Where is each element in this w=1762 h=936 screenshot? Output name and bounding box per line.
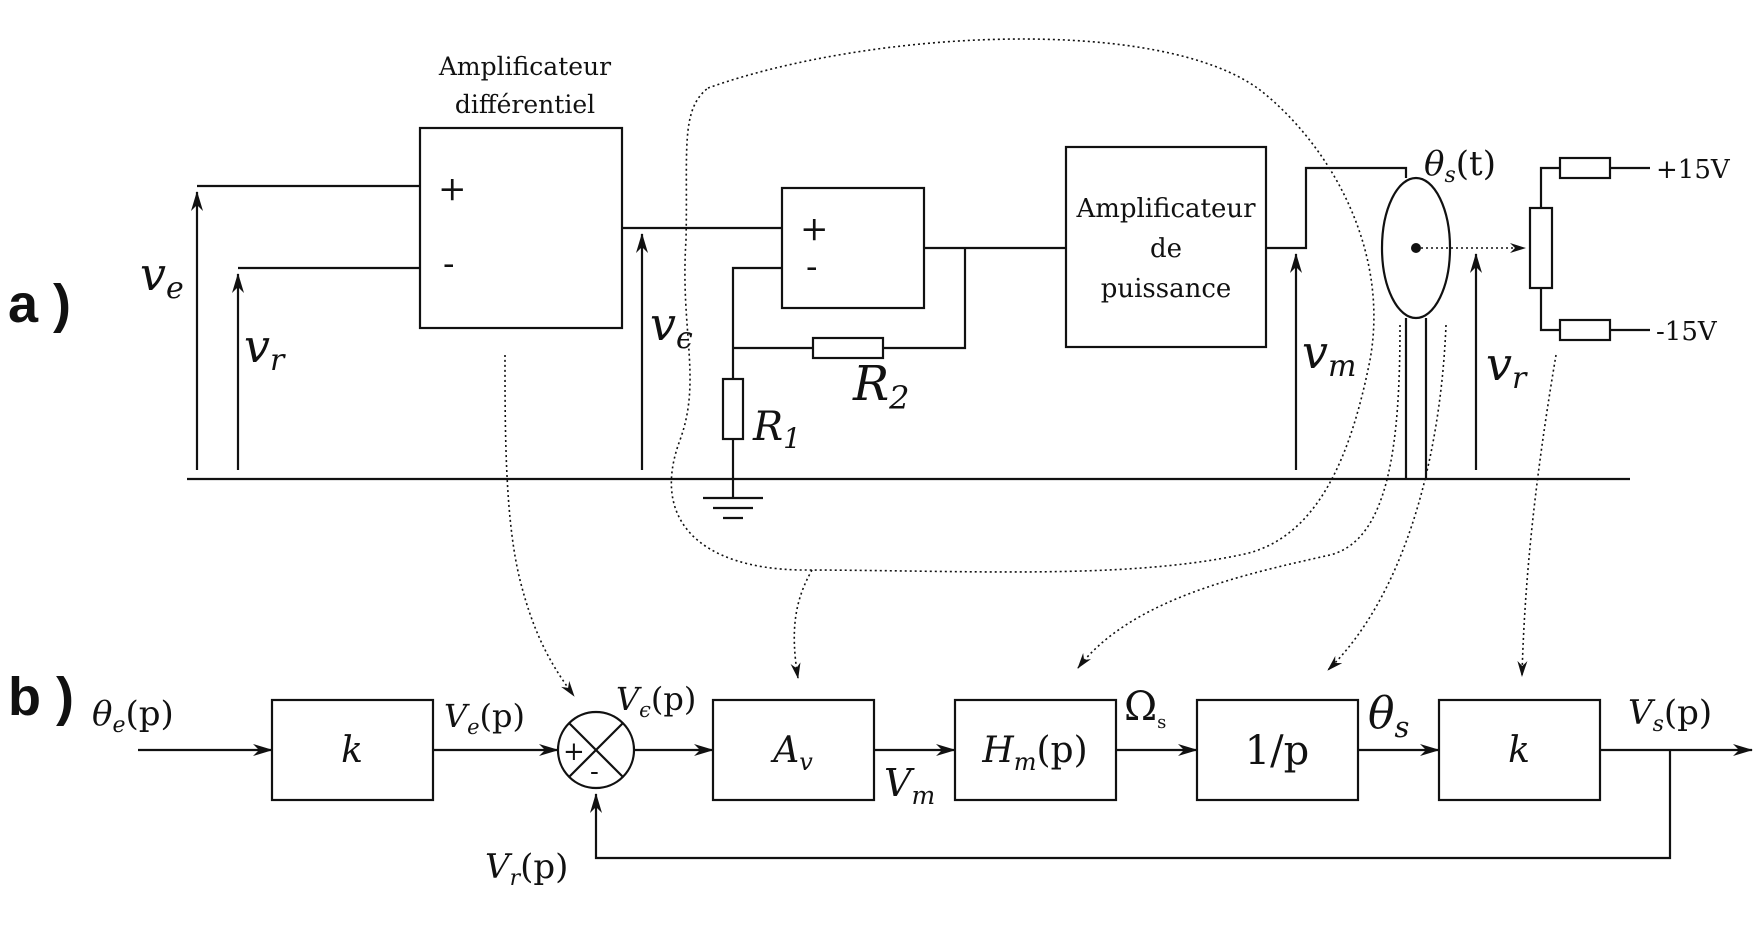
diff-amp-title-line2: différentiel	[455, 90, 595, 119]
theta-e-label: θe(p)	[92, 694, 174, 738]
potentiometer	[1528, 206, 1554, 290]
resistor-top	[1558, 156, 1612, 180]
block-integrator	[1195, 698, 1360, 802]
vm-label: Vm	[884, 761, 935, 810]
grouping-to-av-arrow	[790, 569, 813, 679]
diff-amp-minus: -	[443, 244, 455, 284]
motor-shaft-dot	[1411, 243, 1421, 253]
block-k-feedback-label: k	[1508, 730, 1530, 771]
diff-amp-title-line1: Amplificateur	[438, 52, 611, 81]
motor-to-hm-arrow	[1077, 324, 1401, 669]
theta-s-t-label: θs(t)	[1424, 144, 1496, 188]
motor-to-integrator-arrow	[1327, 324, 1447, 671]
power-stage-grouping-outline	[670, 38, 1375, 573]
block-k-input-label: k	[341, 730, 363, 771]
pot-bottom-wire	[1539, 288, 1560, 332]
vs-p-label: Vs(p)	[1628, 693, 1712, 737]
motor-supply-wire	[1266, 166, 1408, 250]
vr-symbol: vr	[244, 319, 286, 378]
omega-s-label: Ωs	[1124, 684, 1166, 733]
section-label-a: a )	[8, 274, 71, 334]
plus15-label: +15V	[1656, 155, 1731, 185]
resistor-r2	[811, 336, 885, 360]
block-hm-label: Hm(p)	[981, 730, 1087, 776]
opamp-minus: -	[806, 247, 818, 287]
power-amp-line1: Amplificateur	[1075, 194, 1256, 224]
block-av	[711, 698, 876, 802]
veps-symbol: vϵ	[650, 297, 693, 356]
summing-cross-2	[568, 722, 624, 778]
section-label-b: b )	[8, 667, 74, 727]
feedback-path	[590, 750, 1672, 860]
summing-plus: +	[563, 737, 585, 767]
vr-p-label: Vr(p)	[485, 847, 568, 891]
vm-symbol: vm	[1302, 325, 1356, 384]
opamp-minus-wire	[731, 266, 782, 379]
ve-p-label: Ve(p)	[444, 697, 525, 739]
opamp-plus: +	[800, 209, 829, 249]
pot-to-k-arrow	[1517, 354, 1557, 677]
summing-minus: -	[590, 757, 599, 787]
r1-symbol: R1	[752, 404, 801, 455]
resistor-r1	[721, 377, 745, 441]
r2-right-wire	[883, 248, 967, 350]
diff-amp-plus: +	[438, 169, 467, 209]
block-k-feedback	[1437, 698, 1602, 802]
block-diagram: θe(p) k Ve(p) + - Vϵ(p) Av Vm Hm(p) Ωs 1…	[92, 680, 1753, 891]
circuit-schematic: ve vr Amplificateur différentiel + - vϵ …	[140, 52, 1731, 520]
power-amp-line2: de	[1150, 234, 1182, 264]
opamp-block	[780, 186, 926, 310]
r2-symbol: R2	[852, 356, 910, 417]
block-integrator-label: 1/p	[1245, 728, 1310, 774]
power-amp-line3: puissance	[1101, 274, 1232, 304]
pot-top-wire	[1539, 166, 1560, 208]
differential-amplifier-block	[418, 126, 624, 330]
block-av-label: Av	[770, 730, 813, 776]
theta-s-label: θs	[1368, 688, 1409, 744]
correspondence-arrows	[504, 38, 1557, 697]
minus15-label: -15V	[1656, 317, 1718, 347]
diffamp-to-comparator-arrow	[504, 354, 575, 697]
veps-p-label: Vϵ(p)	[616, 680, 696, 722]
resistor-bottom	[1558, 318, 1612, 342]
vr-output-symbol: vr	[1486, 337, 1528, 396]
ve-symbol: ve	[140, 247, 184, 306]
